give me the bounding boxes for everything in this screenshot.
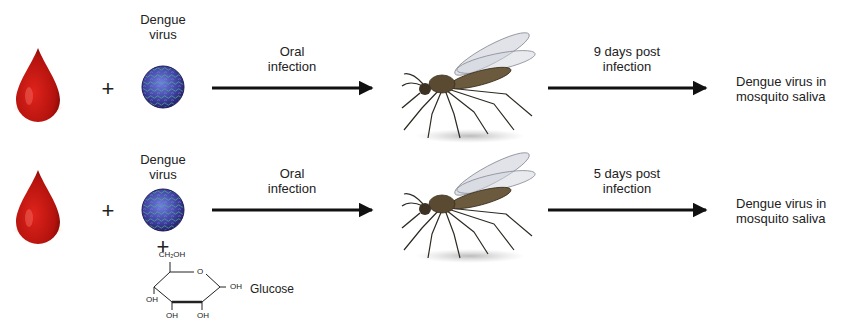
ring-atom: O [197, 267, 203, 276]
chemical-group: OH [230, 282, 242, 291]
icon-label: Dengue virus [132, 12, 194, 42]
arrow-label: Oral infection [256, 44, 328, 74]
chemical-group: OH [146, 295, 158, 304]
icon-label: Dengue virus [132, 152, 194, 182]
chemical-group: CH₂OH [159, 250, 186, 259]
mosquito [402, 26, 537, 143]
glucose-structure [154, 262, 226, 310]
chemical-group: OH [197, 311, 209, 320]
chemical-group: OH [166, 311, 178, 320]
virus-icon [142, 189, 184, 231]
plus-sign: + [98, 76, 118, 102]
arrow [212, 87, 372, 90]
arrow-label: Oral infection [256, 166, 328, 196]
blood-drop [12, 48, 64, 122]
result-label: Dengue virus in mosquito saliva [736, 74, 842, 104]
blood-drop [12, 170, 64, 244]
arrow-label: 5 days post infection [581, 166, 673, 196]
plus-sign: + [98, 198, 118, 224]
virus-icon [142, 66, 184, 108]
molecule-name: Glucose [250, 282, 294, 296]
arrow-label: 9 days post infection [581, 44, 673, 74]
result-label: Dengue virus in mosquito saliva [736, 196, 842, 226]
mosquito [402, 146, 537, 263]
arrow [548, 87, 706, 90]
arrow [212, 209, 372, 212]
arrow [548, 209, 706, 212]
